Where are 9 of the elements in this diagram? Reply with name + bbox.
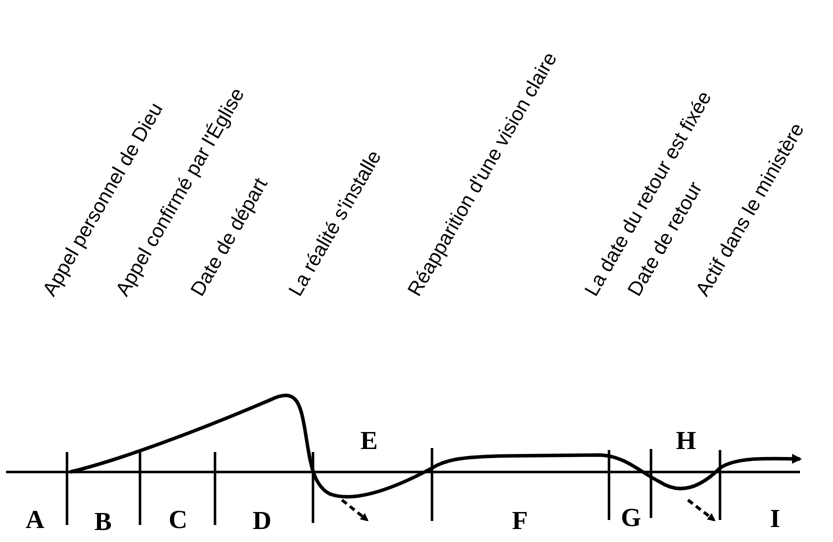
phase-letter: D — [252, 507, 272, 535]
phase-letter: B — [94, 508, 112, 536]
phase-letter: C — [168, 506, 188, 534]
phase-letter: H — [676, 427, 696, 455]
phase-letter: I — [770, 505, 780, 533]
phase-letter: F — [512, 507, 528, 535]
phase-letter: A — [26, 506, 44, 534]
phase-letter: G — [620, 504, 642, 532]
phase-letter: E — [360, 427, 378, 455]
